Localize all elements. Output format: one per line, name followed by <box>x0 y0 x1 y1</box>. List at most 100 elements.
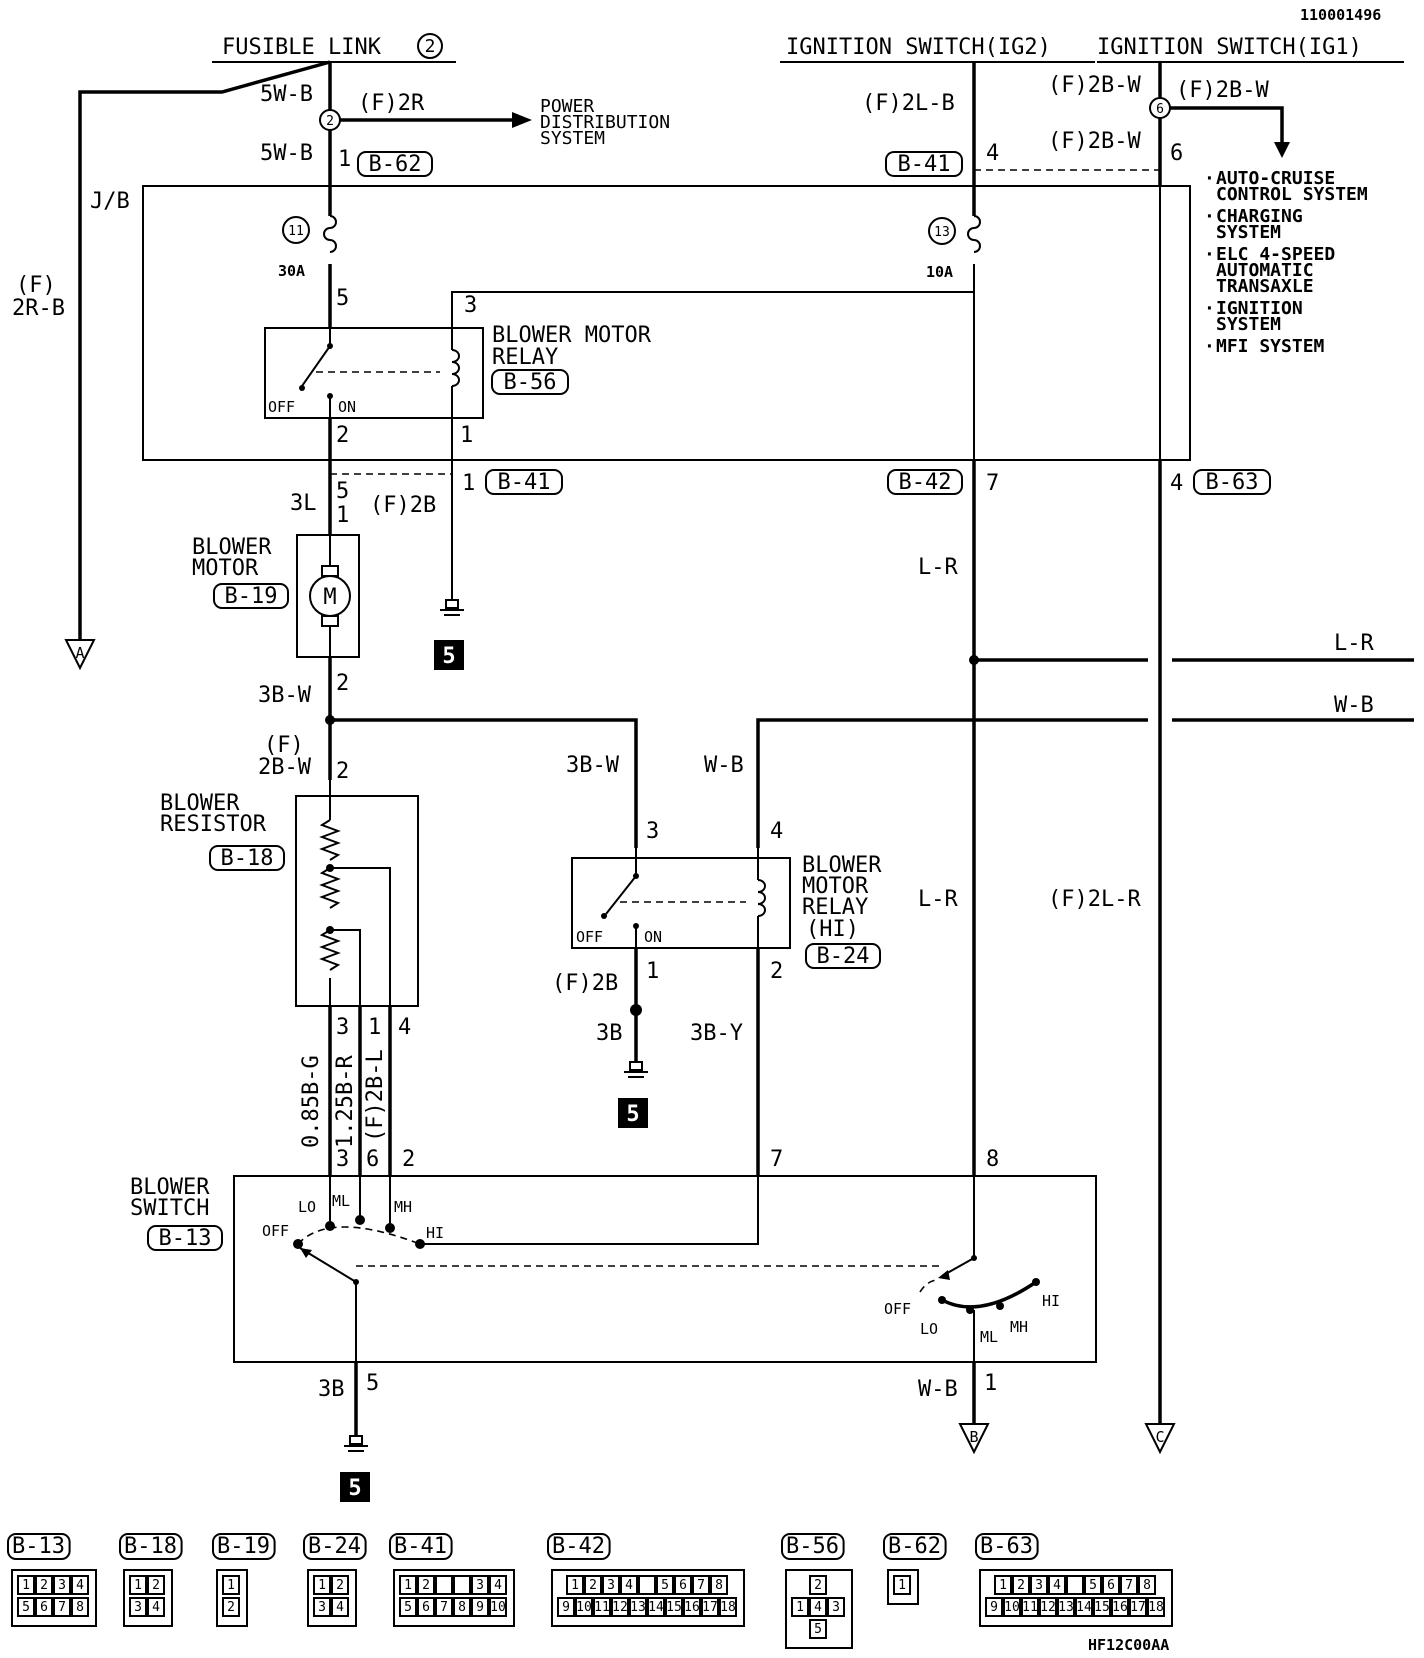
junction-block <box>142 185 1191 461</box>
legend-cell-b-18 <box>147 1597 165 1617</box>
legend-pin-b-42: 9 <box>562 1600 570 1615</box>
off-page-a-marker <box>64 639 96 671</box>
legend-pin-b-41: 8 <box>458 1600 466 1615</box>
legend-label-box-b-19 <box>212 1533 276 1560</box>
legend-cell-b-18 <box>147 1575 165 1595</box>
wire-2rb <box>78 60 331 640</box>
legend-pin-b-42: 1 <box>571 1578 579 1593</box>
legend-cell-b-56 <box>809 1619 827 1639</box>
legend-pin-b-42: 2 <box>589 1578 597 1593</box>
wire-label-f-2rb-top: (F) <box>16 273 56 298</box>
wire-label-f2lb: (F)2L-B <box>862 91 955 116</box>
legend-cell-b-41 <box>453 1597 471 1617</box>
ground-5-badge-3 <box>340 1472 370 1502</box>
legend-cell-b-41 <box>399 1597 417 1617</box>
legend-cell-b-63 <box>1120 1575 1138 1595</box>
relay-hi-name-line2: MOTOR <box>802 874 869 899</box>
legend-cell-b-19 <box>222 1575 240 1595</box>
pin-b62-1: 1 <box>338 147 351 172</box>
legend-cell-b-42 <box>602 1575 620 1595</box>
legend-pin-b-42: 16 <box>684 1600 700 1615</box>
pin-switch-7: 7 <box>770 1147 783 1172</box>
legend-cell-b-13 <box>17 1575 35 1595</box>
wire-label-f2lr: (F)2L-R <box>1048 887 1141 912</box>
power-distribution-line3: SYSTEM <box>540 128 605 149</box>
ground-5-number-2: 5 <box>626 1102 639 1127</box>
resistor-name-line2: RESISTOR <box>160 812 267 837</box>
legend-cell-b-24 <box>331 1597 349 1617</box>
legend-pin-b-63: 12 <box>1040 1600 1056 1615</box>
wire-label-wb-right: W-B <box>1334 693 1374 718</box>
relay-hi-off-label: OFF <box>576 928 603 946</box>
legend-cell-b-42 <box>701 1597 719 1617</box>
off-page-c-marker <box>1144 1423 1176 1455</box>
legend-pin-b-42: 13 <box>630 1600 646 1615</box>
legend-pin-b-13: 7 <box>58 1600 66 1615</box>
conn-b63-ref: B-63 <box>1206 470 1259 495</box>
legend-pin-b-24: 1 <box>318 1578 326 1593</box>
wire-label-f2b-relayhi: (F)2B <box>552 971 618 996</box>
splice-2-number: 2 <box>326 114 334 129</box>
relay-contact-arm <box>301 345 331 387</box>
wire-label-f2bw-resistor-top: (F) <box>264 733 304 758</box>
blower-resistor <box>295 795 419 1007</box>
pin-b41-5: 5 <box>336 479 349 504</box>
junction-block-label: J/B <box>90 189 130 214</box>
legend-cell-b-63 <box>1129 1597 1147 1617</box>
legend-pin-b-13: 2 <box>40 1578 48 1593</box>
legend-pin-b-63: 1 <box>999 1578 1007 1593</box>
resistor-element-2 <box>319 867 341 909</box>
ground-symbol-3 <box>344 1435 368 1452</box>
ground-5-badge-2 <box>618 1098 648 1128</box>
legend-cell-b-42 <box>584 1575 602 1595</box>
blower-motor-relay <box>264 327 484 419</box>
legend-cell-b-63 <box>1039 1597 1057 1617</box>
conn-b41-ref-bottom: B-41 <box>498 470 551 495</box>
legend-cell-b-41 <box>435 1597 453 1617</box>
legend-housing-b-24 <box>307 1569 357 1627</box>
switch-left-mh: MH <box>394 1198 412 1216</box>
pin-switch-1: 1 <box>984 1371 997 1396</box>
legend-cell-b-42 <box>638 1575 656 1595</box>
pin-b63-4: 4 <box>1170 471 1183 496</box>
legend-cell-b-63 <box>1147 1597 1165 1617</box>
wire-wb-to-relay-hi <box>756 718 1148 848</box>
legend-pin-b-63: 2 <box>1017 1578 1025 1593</box>
wire-label-wb-relay: W-B <box>704 753 744 778</box>
legend-cell-b-13 <box>35 1597 53 1617</box>
legend-pin-b-18: 2 <box>152 1578 160 1593</box>
footer-code: HF12C00AA <box>1088 1636 1169 1654</box>
legend-pin-b-63: 7 <box>1125 1578 1133 1593</box>
fusible-link-number-circle <box>417 33 443 59</box>
fusible-link-label: FUSIBLE LINK <box>222 35 382 60</box>
wire-label-lr-top: L-R <box>918 555 958 580</box>
legend-pin-b-56: 2 <box>814 1578 822 1593</box>
fusible-link-number: 2 <box>425 36 436 57</box>
legend-pin-b-13: 6 <box>40 1600 48 1615</box>
legend-cell-b-63 <box>1075 1597 1093 1617</box>
legend-pin-b-63: 10 <box>1004 1600 1020 1615</box>
legend-pin-b-41: 7 <box>440 1600 448 1615</box>
pin-b41-4: 4 <box>986 141 999 166</box>
switch-left-arm <box>299 1247 357 1283</box>
sys-elc-l3: TRANSAXLE <box>1216 276 1314 297</box>
switch-left-lo: LO <box>298 1198 316 1216</box>
legend-pin-b-63: 4 <box>1053 1578 1061 1593</box>
legend-pin-b-13: 5 <box>22 1600 30 1615</box>
pin-resistor-2: 2 <box>336 759 349 784</box>
legend-cell-b-41 <box>489 1575 507 1595</box>
wire-label-lr-right: L-R <box>1334 631 1374 656</box>
legend-cell-b-42 <box>620 1575 638 1595</box>
legend-cell-b-42 <box>674 1575 692 1595</box>
legend-cell-b-63 <box>1012 1575 1030 1595</box>
legend-label-box-b-13 <box>7 1533 71 1560</box>
pin-resistor-4: 4 <box>398 1015 411 1040</box>
pin-ig1-6: 6 <box>1170 141 1183 166</box>
legend-pin-b-42: 5 <box>661 1578 669 1593</box>
pin-b42-7: 7 <box>986 471 999 496</box>
legend-pin-b-62: 1 <box>898 1578 906 1593</box>
legend-label-b-62: B-62 <box>888 1534 941 1559</box>
wire-switch-hi <box>420 1176 759 1245</box>
legend-cell-b-24 <box>313 1575 331 1595</box>
fuse-13-symbol <box>967 215 981 253</box>
